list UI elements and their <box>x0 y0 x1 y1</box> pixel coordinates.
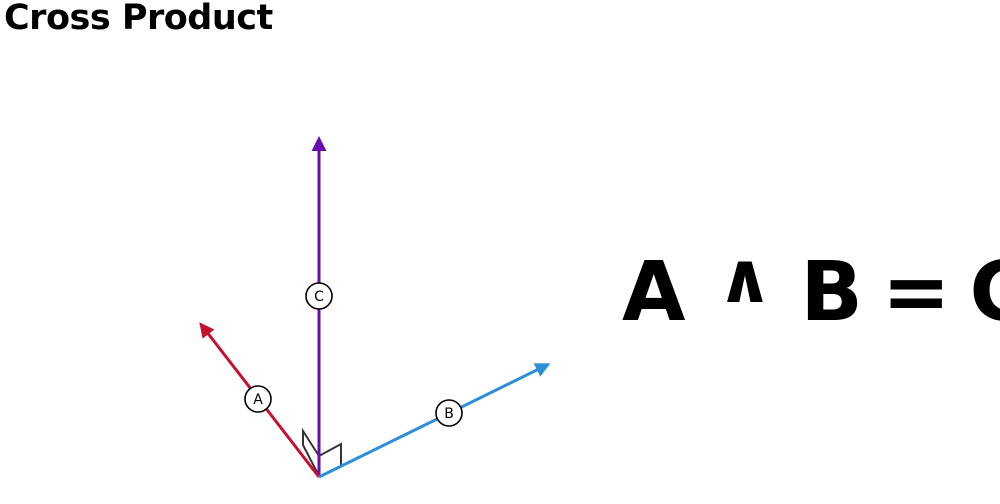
cross-product-equation: A ∧ B=C <box>612 228 1000 343</box>
vector-a-label: A <box>244 385 272 413</box>
equation-result: C <box>969 245 1000 340</box>
vector-c-label-text: C <box>314 289 324 305</box>
vector-c-label: C <box>305 282 333 310</box>
equation-right: B <box>800 245 863 340</box>
vector-b-label-text: B <box>444 406 454 422</box>
right-angle-marker <box>302 427 342 477</box>
vector-b-label: B <box>435 399 463 427</box>
equation-left: A <box>622 245 685 340</box>
page-title: Cross Product <box>4 0 273 38</box>
vector-a-label-text: A <box>253 392 263 408</box>
vector-b <box>318 363 551 479</box>
equation-equals: = <box>881 245 951 340</box>
equation-operator: ∧ <box>716 237 773 319</box>
